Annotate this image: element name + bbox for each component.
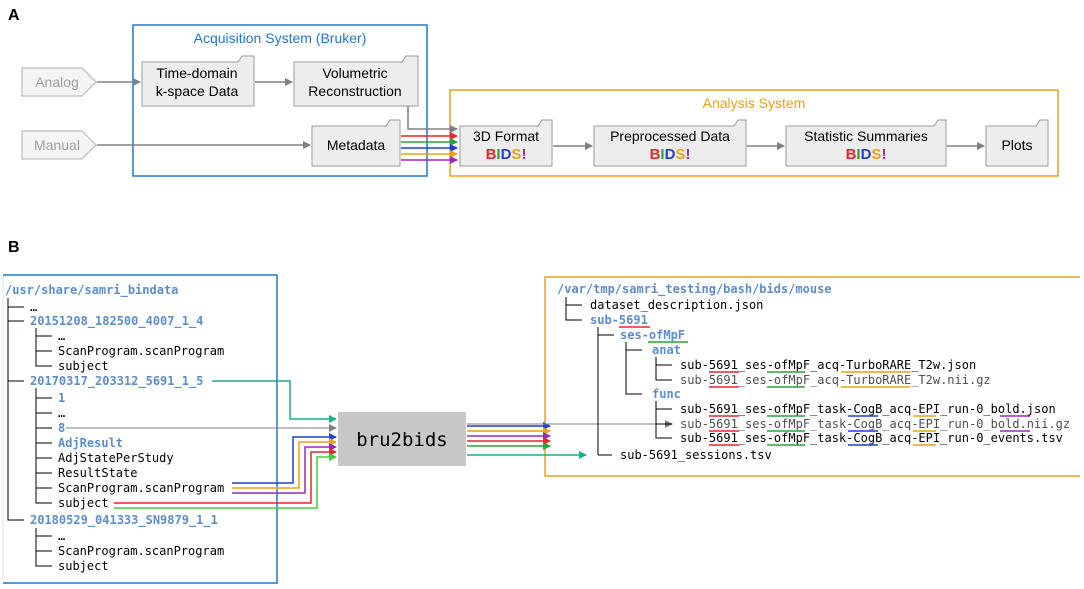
- bids-letter-d: D: [665, 146, 676, 163]
- plots-label: Plots: [1001, 137, 1032, 153]
- source-item: ScanProgram.scanProgram: [58, 344, 224, 358]
- volumetric-label-2: Reconstruction: [308, 83, 401, 99]
- panel-b-label: B: [8, 239, 20, 256]
- bids-letter-i: I: [660, 146, 664, 163]
- 3d-format-node: [459, 119, 553, 167]
- bids-letter-b: B: [650, 146, 661, 163]
- volumetric-reconstruction-node: [293, 55, 419, 107]
- target-file: sub-5691_ses-ofMpF_task-CogB_acq-EPI_run…: [680, 402, 1056, 416]
- source-item: subject: [58, 496, 109, 510]
- target-file: sub-5691_sessions.tsv: [620, 448, 772, 462]
- kspace-data-node: [141, 55, 255, 107]
- source-item: …: [30, 300, 37, 314]
- bids-letter-d: D: [861, 146, 872, 163]
- statistic-summaries-node: [785, 119, 947, 167]
- source-directory-box: [3, 274, 278, 584]
- bids-letter-bang: !: [881, 146, 886, 163]
- bids-letter-s: S: [675, 146, 685, 163]
- bids-letter-i: I: [496, 146, 500, 163]
- panel-a-label: A: [8, 7, 20, 24]
- kspace-data-label-1: Time-domain: [156, 65, 237, 81]
- target-file: sub-5691_ses-ofMpF_task-CogB_acq-EPI_run…: [680, 417, 1070, 431]
- source-folder: 20170317_203312_5691_1_5: [30, 374, 203, 389]
- metadata-label: Metadata: [327, 137, 386, 153]
- preprocessed-bids: BIDS!: [650, 146, 691, 163]
- source-folder: 1: [58, 391, 65, 405]
- plots-node: [985, 119, 1049, 167]
- bids-letter-d: D: [501, 146, 512, 163]
- target-tree-lines: [565, 297, 672, 456]
- bids-letter-b: B: [486, 146, 497, 163]
- volumetric-label-1: Volumetric: [322, 65, 387, 81]
- analysis-system-title: Analysis System: [703, 95, 806, 111]
- source-item: …: [58, 406, 65, 420]
- bids-letter-bang: !: [521, 146, 526, 163]
- 3d-format-bids: BIDS!: [486, 146, 527, 163]
- manual-input-shape: [21, 130, 98, 160]
- source-item: …: [58, 529, 65, 543]
- bids-letter-i: I: [856, 146, 860, 163]
- acquisition-system-title: Acquisition System (Bruker): [194, 30, 367, 46]
- metadata-node: [311, 119, 401, 167]
- arrow-scanprogram-purple: [232, 443, 337, 494]
- source-item: subject: [58, 359, 109, 373]
- preprocessed-label: Preprocessed Data: [610, 128, 730, 144]
- arrow-subject-red: [114, 448, 337, 504]
- source-folder: 8: [58, 421, 65, 435]
- source-item: subject: [58, 559, 109, 573]
- target-file: sub-5691_ses-ofMpF_acq-TurboRARE_T2w.nii…: [680, 373, 991, 387]
- target-file: sub-5691_ses-ofMpF_acq-TurboRARE_T2w.jso…: [680, 358, 976, 372]
- target-folder: sub-5691: [590, 313, 648, 327]
- acquisition-system-box: [132, 24, 428, 177]
- kspace-data-label-2: k-space Data: [156, 83, 239, 99]
- bids-letter-s: S: [511, 146, 521, 163]
- source-root-path: /usr/share/samri_bindata: [5, 283, 178, 298]
- arrow-subject-green: [114, 453, 337, 509]
- bru2bids-box: [338, 412, 466, 466]
- arrow-volumetric-to-3d: [407, 106, 458, 133]
- source-item: AdjStatePerStudy: [58, 451, 174, 465]
- source-tree: /usr/share/samri_bindata … 20151208_1825…: [5, 283, 224, 573]
- bru2bids-label: bru2bids: [356, 429, 448, 451]
- source-item: ScanProgram.scanProgram: [58, 481, 224, 495]
- analog-input-label: Analog: [35, 74, 79, 90]
- target-folder: ses-ofMpF: [620, 328, 685, 342]
- bids-letter-bang: !: [685, 146, 690, 163]
- target-file: sub-5691_ses-ofMpF_task-CogB_acq-EPI_run…: [680, 431, 1063, 445]
- target-folder: func: [652, 387, 681, 401]
- bids-letter-s: S: [871, 146, 881, 163]
- preprocessed-data-node: [593, 119, 747, 167]
- source-folder: AdjResult: [58, 436, 123, 450]
- source-tree-lines: [7, 298, 52, 567]
- source-item: …: [58, 329, 65, 343]
- source-item: ResultState: [58, 466, 137, 480]
- arrow-scanprogram-blue: [232, 433, 337, 484]
- target-item: dataset_description.json: [590, 298, 763, 312]
- bids-entity-underlines: [619, 326, 1030, 446]
- target-tree: /var/tmp/samri_testing/bash/bids/mouse d…: [557, 282, 1070, 462]
- target-directory-box: [544, 276, 1080, 477]
- source-folder: 20180529_041333_SN9879_1_1: [30, 513, 218, 528]
- target-folder: anat: [652, 343, 681, 357]
- statistic-label: Statistic Summaries: [804, 128, 928, 144]
- manual-input-label: Manual: [34, 137, 80, 153]
- 3d-format-label: 3D Format: [473, 128, 539, 144]
- statistic-bids: BIDS!: [846, 146, 887, 163]
- source-folder: 20151208_182500_4007_1_4: [30, 314, 203, 329]
- arrow-scanprogram-orange: [232, 438, 337, 489]
- target-root-path: /var/tmp/samri_testing/bash/bids/mouse: [557, 282, 832, 297]
- analog-input-shape: [21, 67, 98, 97]
- bids-letter-b: B: [846, 146, 857, 163]
- source-item: ScanProgram.scanProgram: [58, 544, 224, 558]
- arrow-session-to-converter: [212, 380, 337, 423]
